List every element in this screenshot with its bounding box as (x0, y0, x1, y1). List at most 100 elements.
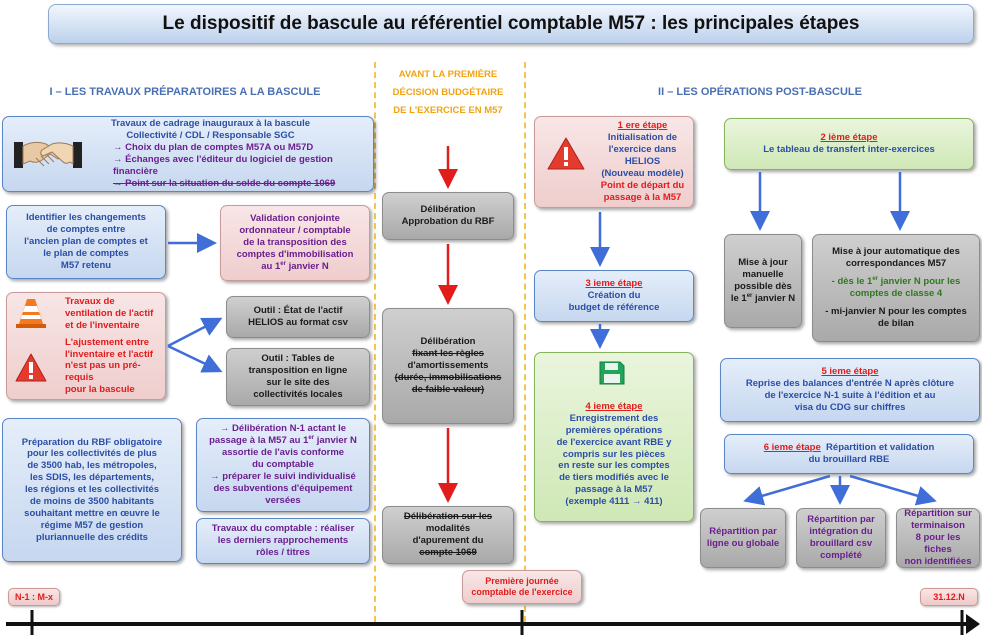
auto-line: - dès le 1er janvier N pour les (832, 276, 961, 288)
rbf-line: régime M57 de gestion (40, 519, 144, 531)
etape4-line: Enregistrement des (569, 412, 659, 424)
ajustement-line: L'ajustement entre (65, 336, 150, 348)
delib-apur-line: compte 1069 (419, 546, 477, 558)
identifier-line: l'ancien plan de comptes et (24, 236, 148, 248)
rbf-line: de moins de 3500 habitants (29, 495, 155, 507)
etape6-label: 6 ieme étape (763, 442, 821, 454)
middle-section-title: AVANT LA PREMIÈRE DÉCISION BUDGÉTAIRE DE… (378, 66, 518, 120)
manuelle-line: possible dès (734, 280, 792, 292)
travaux-comptable-line: rôles / titres (256, 546, 310, 558)
auto-line: comptes de classe 4 (849, 288, 943, 300)
right-section-title: II – LES OPÉRATIONS POST-BASCULE (658, 86, 862, 98)
identifier-line: M57 retenu (60, 259, 112, 271)
ajustement-line: l'inventaire et l'actif (65, 348, 153, 360)
rep3-line: 8 pour les fiches (915, 532, 961, 555)
manuelle-sup: er (746, 292, 753, 299)
ventilation-box: Travaux de ventilation de l'actif et de … (6, 292, 166, 400)
manuelle-line: Mise à jour (738, 257, 788, 269)
ventilation-line: ventilation de l'actif (65, 307, 154, 319)
auto-text: - dès le 1 (831, 276, 873, 288)
delib-rbf-line: Délibération (420, 204, 476, 216)
etape4-line: passage à la M57 (575, 484, 653, 496)
auto-line: - mi-janvier N pour les comptes (825, 305, 967, 317)
rbf-line: pluriannuelle des crédits (36, 531, 148, 543)
etape4-line: de l'exercice avant RBE y (556, 436, 672, 448)
cadrage-line: → Point sur la situation du solde du com… (113, 177, 336, 189)
delib-apur-line: d'apurement du (412, 535, 484, 546)
etape4-line: de tiers modifiés avec le (559, 472, 669, 484)
etape1-line: l'exercice dans HELIOS (608, 144, 677, 168)
cadrage-line: Collectivité / CDL / Responsable SGC (126, 130, 295, 142)
etape4-line: (exemple 4111 → 411) (565, 496, 663, 508)
deliberation-n1-box: → Délibération N-1 actant le passage à l… (196, 418, 370, 512)
etape3-box: 3 ieme étape Création du budget de référ… (534, 270, 694, 322)
delib-amort-line: de faible valeur) (411, 383, 485, 395)
timeline-arrowhead (966, 614, 980, 634)
outil2-box: Outil : Tables de transposition en ligne… (226, 348, 370, 406)
etape2-line: Le tableau de transfert inter-exercices (763, 144, 935, 155)
outil2-line: transposition en ligne (248, 365, 348, 377)
repartition-ligne-box: Répartition par ligne ou globale (700, 508, 786, 568)
etape1-line: Initialisation de (607, 132, 678, 144)
travaux-comptable-line: les derniers rapprochements (217, 535, 349, 547)
deliberation-rbf-box: Délibération Approbation du RBF (382, 192, 514, 240)
validation-line: de la transposition des (243, 236, 347, 248)
warning-icon (546, 136, 586, 172)
timeline-start-marker: N-1 : M-x (8, 588, 60, 606)
ajustement-line: pour la bascule (65, 384, 135, 396)
rbf-line: pour les collectivités de plus (27, 448, 157, 460)
rbf-line: de 3500 hab, les métropoles, (27, 460, 157, 472)
manuelle-text: janvier N (752, 292, 796, 304)
delib-apur-line: Délibération sur les (403, 511, 493, 523)
outil1-line: HELIOS au format csv (248, 317, 348, 328)
etape4-line: compris sur les pièces (562, 448, 666, 460)
arrow-to-outil2 (167, 344, 223, 373)
etape6-line: 6 ieme étape Répartition et validation (764, 442, 935, 454)
auto-line: correspondances M57 (845, 258, 947, 270)
divider-left (374, 62, 376, 622)
cadrage-line: → Échanges avec l'éditeur du logiciel de… (113, 154, 333, 177)
delib-n1-text: passage à la M57 au 1 (209, 435, 309, 447)
manuelle-line: manuelle (742, 269, 784, 281)
outil2-line: Outil : Tables de (261, 353, 335, 365)
middle-title-line: DE L'EXERCICE EN M57 (393, 105, 503, 116)
etape2-label: 2 ième étape (820, 132, 878, 144)
repartition-terminaison-box: Répartition sur terminaison 8 pour les f… (896, 508, 980, 568)
rep1-line: Répartition par (709, 526, 777, 538)
validation-box: Validation conjointe ordonnateur / compt… (220, 205, 370, 281)
validation-line: comptes d'immobilisation (236, 248, 354, 260)
travaux-comptable-box: Travaux du comptable : réaliser les dern… (196, 518, 370, 564)
arrow-to-outil1 (167, 317, 223, 348)
etape4-line: premières opérations (565, 424, 663, 436)
validation-sup: er (280, 260, 286, 267)
cadrage-line: Travaux de cadrage inauguraux à la bascu… (110, 118, 311, 130)
etape1-line: Point de départ du (600, 179, 685, 191)
delib-n1-line: passage à la M57 au 1er janvier N (209, 435, 357, 447)
etape5-line: de l'exercice N-1 suite à l'édition et a… (764, 390, 936, 401)
rep3-line: terminaison (911, 520, 965, 532)
delib-n1-text: janvier N (314, 435, 357, 447)
premiere-journee-line: Première journée (485, 575, 559, 586)
rep3-line: Répartition sur (904, 508, 972, 520)
delib-n1-line: → préparer le suivi individualisé (210, 471, 356, 483)
identifier-line: le plan de comptes (43, 247, 129, 259)
etape4-line: en reste sur les comptes (558, 460, 670, 472)
premiere-journee-box: Première journée comptable de l'exercice (462, 570, 582, 604)
etape6-text: Répartition et validation (826, 442, 935, 454)
delib-amort-line: d'amortissements (407, 360, 489, 372)
delib-n1-line: assortie de l'avis conforme (221, 447, 345, 459)
left-section-title: I – LES TRAVAUX PRÉPARATOIRES A LA BASCU… (49, 86, 321, 98)
auto-text: janvier N pour les (877, 276, 961, 288)
etape1-line: (Nouveau modèle) (601, 167, 684, 179)
etape1-label: 1 ere étape (617, 120, 668, 132)
validation-line: au 1er janvier N (261, 261, 328, 273)
validation-text: au 1 (261, 260, 281, 272)
deliberation-apurement-box: Délibération sur les modalités d'apureme… (382, 506, 514, 564)
arrow-etape6-rep3 (849, 474, 937, 506)
rbf-line: les régions et les collectivités (24, 484, 160, 496)
divider-right (524, 62, 526, 622)
deliberation-amortissements-box: Délibération fixant les règles d'amortis… (382, 308, 514, 424)
etape3-line: budget de référence (568, 301, 660, 313)
outil1-line: Outil : État de l'actif (253, 305, 343, 317)
arrow-etape6-rep1 (743, 474, 831, 506)
